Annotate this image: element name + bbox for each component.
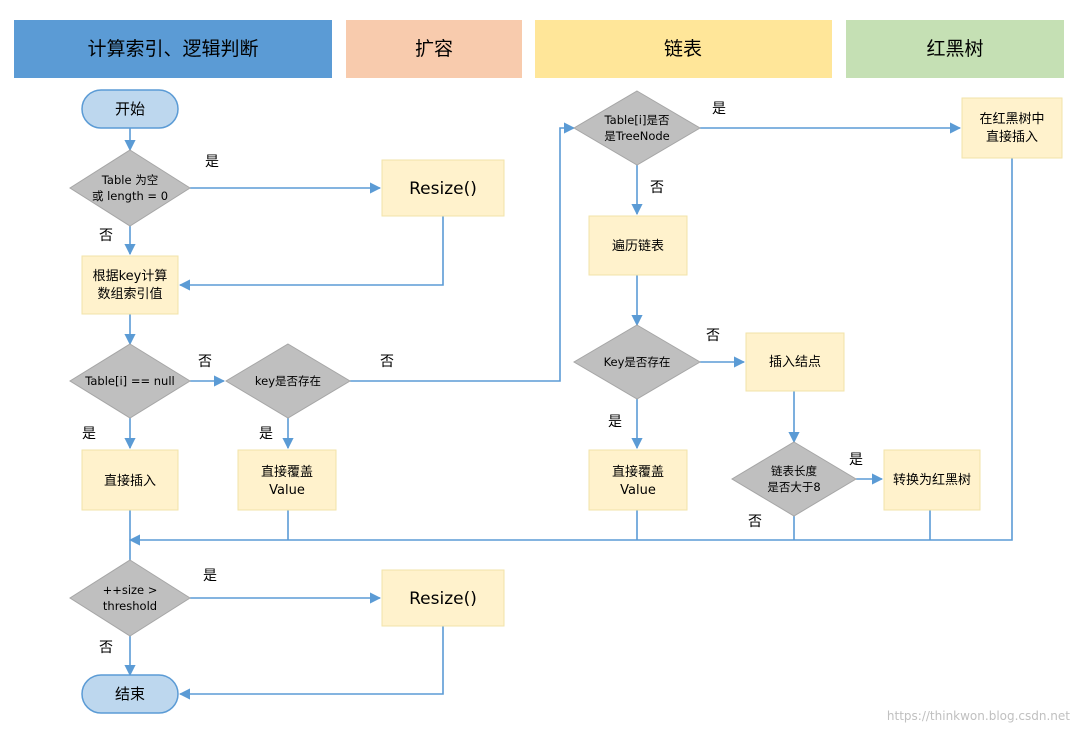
edge-merge-line (128, 158, 1013, 546)
overwrite-1-line2: Value (269, 483, 305, 498)
label-yes-empty: 是 (205, 154, 219, 170)
label-no-empty: 否 (99, 228, 113, 244)
overwrite-2-line1: 直接覆盖 (612, 464, 664, 480)
resize-2-label: Resize() (409, 589, 477, 609)
node-end: 结束 (81, 674, 179, 714)
treenode-line2: 是TreeNode (604, 129, 669, 143)
convert-rbtree-label: 转换为红黑树 (893, 472, 971, 488)
node-rb-insert: 在红黑树中 直接插入 (961, 97, 1063, 159)
table-empty-line2: 或 length = 0 (92, 189, 168, 203)
label-yes-size: 是 (203, 568, 217, 584)
rb-insert-box (961, 97, 1063, 159)
insert-direct-label: 直接插入 (104, 473, 156, 489)
header-compute-index-label: 计算索引、逻辑判断 (87, 38, 258, 60)
key-exists-2-label: Key是否存在 (604, 355, 671, 369)
label-no-length: 否 (748, 514, 762, 530)
resize-1-box (381, 159, 505, 217)
label-no-null: 否 (198, 354, 212, 370)
header-compute-index: 计算索引、逻辑判断 (14, 20, 332, 78)
list-length-line1: 链表长度 (771, 464, 817, 478)
calc-index-box (81, 255, 179, 315)
table-null-diamond (69, 343, 191, 419)
connectors (124, 122, 1013, 700)
label-yes-treenode: 是 (712, 101, 726, 117)
header-resize-bg (346, 20, 522, 78)
label-yes-key: 是 (259, 426, 273, 442)
label-no-key: 否 (380, 354, 394, 370)
insert-node-label: 插入结点 (769, 355, 821, 370)
label-no-treenode: 否 (650, 180, 664, 196)
header-compute-index-bg (14, 20, 332, 78)
key-exists-2-diamond (573, 324, 701, 400)
node-table-empty-check: Table 为空 或 length = 0 (69, 149, 191, 227)
resize-1-label: Resize() (409, 179, 477, 199)
rb-insert-line1: 在红黑树中 (979, 111, 1044, 127)
node-start: 开始 (81, 89, 179, 129)
edge-resize2-to-end (178, 626, 444, 700)
start-label: 开始 (115, 100, 145, 118)
header-red-black-tree-bg (846, 20, 1064, 78)
label-no-key2: 否 (706, 328, 720, 344)
node-overwrite-2: 直接覆盖 Value (588, 449, 688, 511)
key-exists-diamond (225, 343, 351, 419)
node-resize-1: Resize() (381, 159, 505, 217)
node-calc-index: 根据key计算 数组索引值 (81, 255, 179, 315)
start-terminal-shape (81, 89, 179, 129)
size-check-line1: ++size > (103, 583, 158, 597)
node-key-exists-check: key是否存在 (225, 343, 351, 419)
key-exists-label: key是否存在 (255, 374, 321, 388)
table-empty-line1: Table 为空 (101, 173, 158, 187)
watermark-text: https://thinkwon.blog.csdn.net (887, 709, 1070, 723)
node-insert-direct: 直接插入 (81, 449, 179, 511)
insert-direct-box (81, 449, 179, 511)
convert-rbtree-box (883, 449, 981, 511)
node-size-check: ++size > threshold (69, 559, 191, 637)
edge-labels: 是 否 否 是 否 是 是 否 否 是 是 否 是 否 (82, 101, 863, 656)
treenode-line1: Table[i]是否 (604, 113, 670, 127)
header-resize: 扩容 (346, 20, 522, 78)
node-traverse-list: 遍历链表 (588, 215, 688, 276)
header-linked-list-label: 链表 (664, 38, 702, 60)
calc-index-line1: 根据key计算 (93, 269, 168, 284)
end-terminal-shape (81, 674, 179, 714)
header-resize-label: 扩容 (415, 38, 453, 60)
label-yes-key2: 是 (608, 414, 622, 430)
list-length-line2: 是否大于8 (767, 480, 820, 494)
treenode-diamond (573, 90, 701, 166)
overwrite-2-box (588, 449, 688, 511)
size-check-diamond (69, 559, 191, 637)
traverse-list-box (588, 215, 688, 276)
insert-node-box (745, 332, 845, 392)
resize-2-box (381, 569, 505, 627)
header-linked-list-bg (535, 20, 832, 78)
edge-key-no-to-treenode (350, 122, 576, 382)
calc-index-line2: 数组索引值 (97, 286, 162, 302)
size-check-line2: threshold (103, 599, 157, 613)
node-overwrite-1: 直接覆盖 Value (237, 449, 337, 511)
node-key-exists-2-check: Key是否存在 (573, 324, 701, 400)
label-yes-length: 是 (849, 452, 863, 468)
edge-resize-to-calc (178, 216, 444, 291)
list-length-diamond (731, 441, 857, 517)
header-linked-list: 链表 (535, 20, 832, 78)
rb-insert-line2: 直接插入 (986, 129, 1038, 145)
node-treenode-check: Table[i]是否 是TreeNode (573, 90, 701, 166)
overwrite-2-line2: Value (620, 483, 656, 498)
node-convert-rbtree: 转换为红黑树 (883, 449, 981, 511)
end-label: 结束 (115, 685, 145, 703)
overwrite-1-box (237, 449, 337, 511)
label-yes-null: 是 (82, 426, 96, 442)
header-red-black-tree: 红黑树 (846, 20, 1064, 78)
table-null-label: Table[i] == null (84, 374, 174, 388)
traverse-list-label: 遍历链表 (612, 238, 664, 254)
header-red-black-tree-label: 红黑树 (926, 38, 983, 60)
overwrite-1-line1: 直接覆盖 (261, 464, 313, 480)
node-table-null-check: Table[i] == null (69, 343, 191, 419)
node-resize-2: Resize() (381, 569, 505, 627)
table-empty-diamond (69, 149, 191, 227)
node-list-length-check: 链表长度 是否大于8 (731, 441, 857, 517)
node-insert-node: 插入结点 (745, 332, 845, 392)
label-no-size: 否 (99, 640, 113, 656)
